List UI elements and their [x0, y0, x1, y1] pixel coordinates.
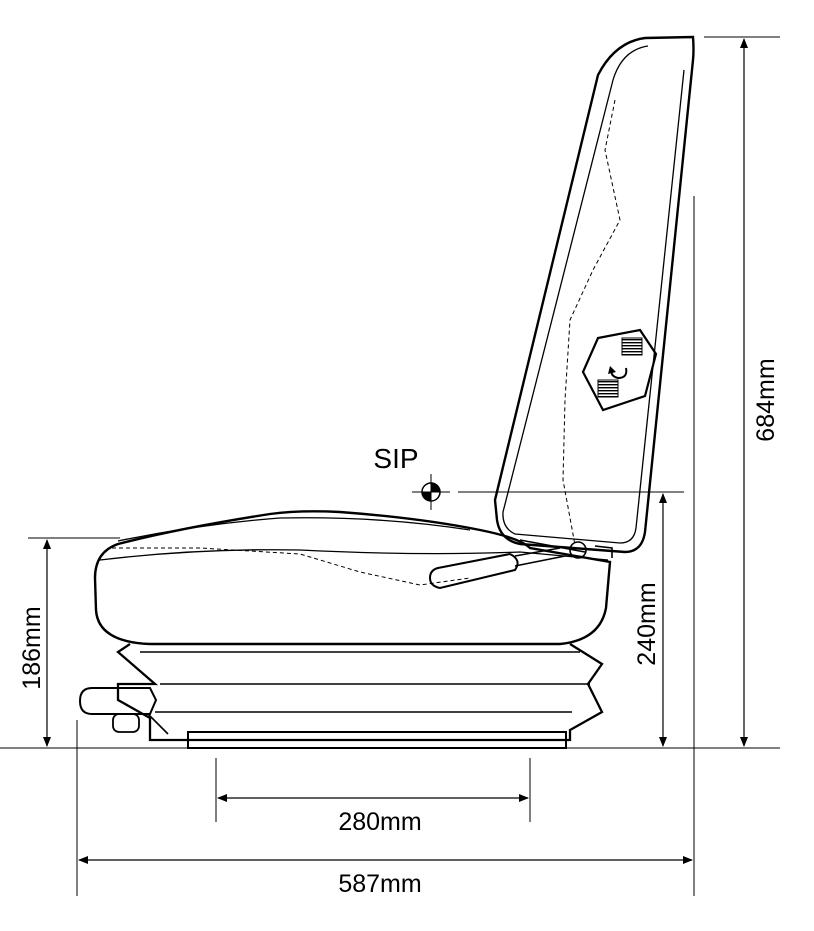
label-width-overall: 587mm — [338, 870, 421, 898]
label-width-rails: 280mm — [338, 808, 421, 836]
lumbar-adjust-knob-icon — [581, 328, 658, 412]
suspension-bellows — [116, 643, 604, 742]
slide-adjust-handle — [78, 687, 169, 735]
seat-cushion — [93, 510, 612, 646]
backrest — [493, 35, 695, 554]
label-height-overall: 684mm — [752, 358, 780, 441]
extension-lines — [0, 36, 780, 896]
sip-label: SIP — [373, 443, 418, 474]
recline-lever — [428, 539, 613, 590]
label-height-seat: 186mm — [18, 606, 46, 689]
seat-outline — [78, 35, 695, 749]
dimension-lines — [43, 38, 748, 864]
sip-marker-icon — [412, 474, 450, 510]
label-height-sip: 240mm — [633, 582, 661, 665]
